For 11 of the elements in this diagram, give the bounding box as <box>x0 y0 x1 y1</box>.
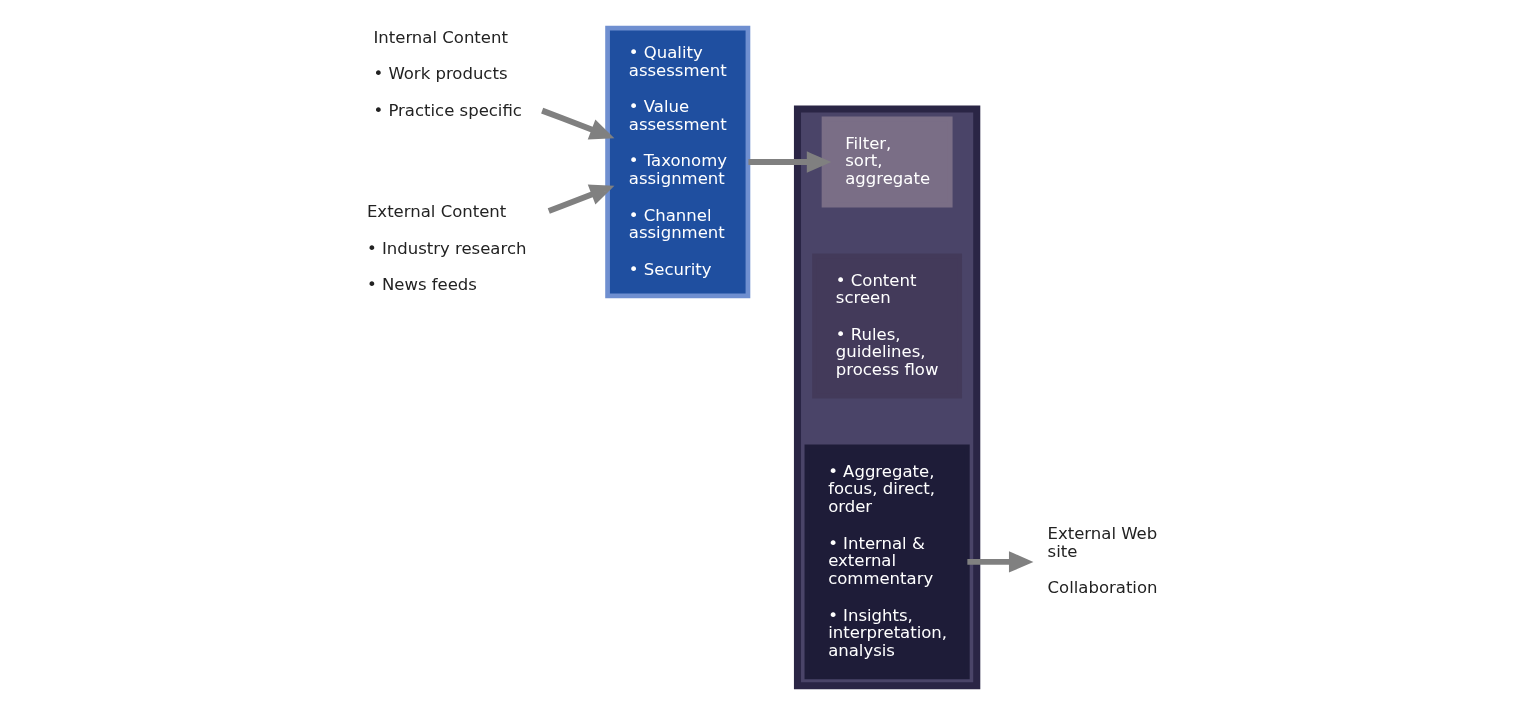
node-text: Internal Content • Work products • Practice specific <box>372 27 522 120</box>
arrow <box>547 184 614 214</box>
node-box: • Aggregate, focus, direct, order • Internal & external commentary • Insights, interpretation, analysis <box>804 444 970 680</box>
node-box: Filter, sort, aggregate <box>821 116 953 208</box>
node-text: External Content • Industry research • News feeds <box>366 202 526 295</box>
arrow <box>966 551 1033 573</box>
arrow <box>540 107 614 140</box>
node-box: • Quality assessment • Value assessment • Taxonomy assignment • Channel assignment • Security <box>604 25 750 299</box>
node-text: External Web site Collaboration <box>1047 524 1157 598</box>
arrow <box>747 151 831 173</box>
cluster <box>793 105 980 690</box>
